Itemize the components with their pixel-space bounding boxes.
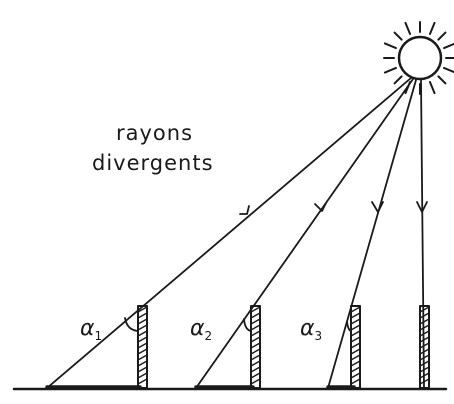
sun-ray — [437, 75, 447, 85]
stick-4 — [419, 305, 430, 389]
sun-ray — [443, 42, 454, 50]
sun-ray — [428, 21, 436, 35]
hatch-line — [250, 318, 261, 325]
hatch-line — [419, 366, 430, 373]
hatch-line — [137, 312, 148, 319]
hatch-line — [250, 342, 261, 349]
angle-label-3: α3 — [300, 316, 322, 343]
caption-line-2: divergents — [92, 151, 214, 175]
hatch-line — [350, 318, 361, 325]
light-rays — [46, 77, 425, 389]
hatch-line — [137, 366, 148, 373]
hatch-line — [419, 378, 430, 385]
hatch-line — [350, 360, 361, 367]
sun-icon — [383, 21, 454, 95]
ray-2-arrow-icon — [314, 202, 327, 212]
ray-1-arrow-icon — [239, 205, 250, 215]
hatch-line — [250, 348, 261, 355]
hatch-line — [250, 366, 261, 373]
hatch-line — [250, 330, 261, 337]
hatch-line — [350, 330, 361, 337]
hatch-line — [419, 354, 430, 361]
hatch-line — [250, 324, 261, 331]
sun-rays — [383, 21, 454, 95]
ray-2 — [195, 78, 414, 389]
hatch-line — [350, 372, 361, 379]
angle-arc-3 — [346, 321, 352, 332]
angle-label-1: α1 — [80, 316, 102, 343]
hatch-line — [350, 336, 361, 343]
stick-hatching — [419, 306, 430, 385]
stick-hatching — [137, 306, 148, 385]
hatch-line — [137, 354, 148, 361]
hatch-line — [419, 372, 430, 379]
hatch-line — [250, 372, 261, 379]
hatch-line — [350, 324, 361, 331]
sun-ray — [437, 31, 447, 41]
hatch-line — [250, 354, 261, 361]
stick-1 — [137, 305, 148, 389]
sticks — [137, 305, 430, 389]
hatch-line — [137, 378, 148, 385]
hatch-line — [350, 348, 361, 355]
hatch-line — [137, 306, 148, 313]
sun-ray — [404, 21, 412, 35]
hatch-line — [419, 312, 430, 319]
sun-disc — [397, 35, 443, 81]
ray-3-arrow-icon — [371, 201, 384, 213]
hatch-line — [137, 360, 148, 367]
hatch-line — [250, 306, 261, 313]
hatch-line — [350, 306, 361, 313]
hatch-line — [419, 318, 430, 325]
stick-hatching — [250, 306, 261, 385]
hatch-line — [250, 378, 261, 385]
sun-ray — [443, 66, 454, 74]
hatch-line — [350, 354, 361, 361]
hatch-line — [419, 330, 430, 337]
hatch-line — [350, 312, 361, 319]
hatch-line — [419, 342, 430, 349]
stick-3 — [350, 305, 361, 389]
stick-2 — [250, 305, 261, 389]
sun-ray — [393, 31, 403, 41]
hatch-line — [419, 360, 430, 367]
hatch-line — [419, 306, 430, 313]
hatch-line — [350, 342, 361, 349]
stick-hatching — [350, 306, 361, 385]
hatch-line — [350, 378, 361, 385]
angle-arcs — [124, 317, 352, 332]
hatch-line — [137, 330, 148, 337]
ray-arrows — [239, 201, 428, 215]
angle-arc-2 — [243, 318, 252, 332]
hatch-line — [250, 312, 261, 319]
caption-line-1: rayons — [116, 121, 193, 145]
hatch-line — [419, 348, 430, 355]
sun-ray — [383, 66, 397, 74]
hatch-line — [137, 348, 148, 355]
sun-ray — [393, 75, 403, 85]
hatch-line — [137, 342, 148, 349]
sun-ray — [428, 81, 436, 95]
sun-ray — [383, 42, 397, 50]
hatch-line — [137, 336, 148, 343]
hatch-line — [137, 318, 148, 325]
hatch-line — [250, 360, 261, 367]
ray-4 — [420, 79, 425, 389]
angle-arc-1 — [124, 317, 139, 332]
hatch-line — [419, 336, 430, 343]
angle-label-2: α2 — [190, 316, 212, 343]
hatch-line — [350, 366, 361, 373]
hatch-line — [137, 324, 148, 331]
hatch-line — [250, 336, 261, 343]
ray-1 — [46, 77, 412, 389]
ray-3 — [327, 79, 417, 389]
hatch-line — [419, 324, 430, 331]
ray-4-arrow-icon — [416, 201, 428, 213]
hatch-line — [137, 372, 148, 379]
